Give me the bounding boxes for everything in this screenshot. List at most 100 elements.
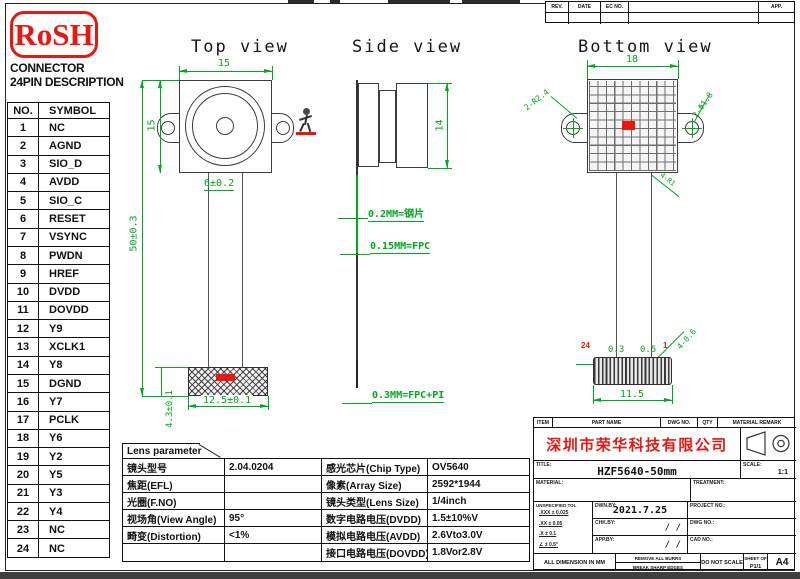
tolerance-heading: UNSPECIFIED TOL: [536, 503, 577, 508]
tb-header-dwgno: DWG NO.: [661, 418, 698, 428]
lens-table-row: 畸变(Distortion) <1% 模拟电路电压(AVDD) 2.6Vto3.…: [123, 527, 529, 545]
arrow: [444, 83, 449, 91]
crosshair: [692, 118, 693, 138]
pin-symbol: HREF: [39, 265, 109, 284]
treatment-cell: TREATMENT:: [691, 479, 796, 502]
pin-number: 13: [8, 338, 39, 357]
title-label: TITLE:: [536, 462, 552, 468]
side-body: [358, 83, 379, 167]
pin-symbol: PCLK: [39, 412, 109, 430]
pin-row: 13 XCLK1: [8, 338, 109, 357]
chk-cell: CHK.BY: / /: [593, 519, 688, 536]
pin-col-no: NO.: [8, 103, 39, 119]
dim-line: [447, 83, 448, 168]
pin-row: 1 NC: [8, 119, 109, 138]
lens-param-label: 视场角(View Angle): [123, 510, 225, 528]
side-view-title: Side view: [352, 37, 463, 57]
lens-table-row: 焦距(EFL) 像素(Array Size) 2592*1944: [123, 476, 529, 494]
lens-param-value: 1.5±10%V: [428, 510, 529, 528]
ext-line: [587, 60, 588, 79]
dim-bottom-width: 18: [626, 54, 639, 65]
lens-param-label: 镜头型号: [123, 459, 225, 477]
rosh-logo: RoSH: [10, 11, 98, 58]
sheet-border: [5, 3, 795, 571]
side-stiffener: [355, 80, 359, 175]
lens-param-value: [225, 493, 322, 511]
pin-number: 21: [8, 484, 39, 503]
pin-symbol: DVDD: [39, 284, 109, 302]
arrow: [157, 80, 162, 88]
lens-table-row: 镜头型号 2.04.0204 感光芯片(Chip Type) OV5640: [123, 459, 529, 477]
pin-number: 23: [8, 521, 39, 540]
pin-number: 3: [8, 155, 39, 174]
lens-table-row: 光圈(F.NO) 镜头类型(Lens Size) 1/4inch: [123, 493, 529, 511]
dim-top-width: 15: [218, 58, 231, 69]
pin-symbol: Y2: [39, 448, 109, 467]
pin-symbol: AGND: [39, 137, 109, 156]
company-name: 深圳市荣华科技有限公司: [534, 428, 741, 461]
tolerance-row: .X ± 0.1: [539, 531, 557, 537]
pin-number: 15: [8, 374, 39, 394]
arrow: [264, 68, 272, 73]
lens-param-value: 2.6Vto3.0V: [428, 527, 529, 545]
dim-left-height: 15: [146, 119, 158, 132]
pin-symbol: SIO_D: [39, 156, 109, 174]
leader-line: [338, 218, 368, 219]
burrs-note: REMOVE ALL BURRS BREAK SHARP EDGES: [616, 553, 701, 571]
dim-side-height: 14: [434, 119, 446, 132]
pin-row: 12 Y9: [8, 320, 109, 339]
app-col: APP.: [759, 2, 794, 13]
arrow: [179, 68, 187, 73]
ext-line: [142, 396, 188, 397]
pin-row: 8 PWDN: [8, 246, 109, 266]
pin-number: 10: [8, 283, 39, 302]
dim-line: [160, 80, 161, 173]
side-steel-section: [355, 175, 359, 253]
tolerance-row: .XXX ± 0.025: [539, 510, 569, 516]
pin-symbol: NC: [39, 521, 109, 540]
red-marking: [216, 374, 235, 381]
app-value: / /: [664, 540, 681, 550]
pin-symbol: SIO_C: [39, 192, 109, 211]
pin-number: 24: [8, 539, 39, 558]
arrow: [139, 388, 144, 396]
pin-row: 4 AVDD: [8, 173, 109, 193]
pin-symbol: NC: [49, 542, 65, 555]
fpc-edge-right: [651, 173, 652, 357]
pin-number: 4: [8, 173, 39, 193]
material-cell: MATERIAL:: [534, 479, 691, 502]
lens-param-label: 模拟电路电压(AVDD): [322, 527, 428, 545]
pin-symbol: Y3: [39, 485, 109, 503]
pin-number: 17: [8, 411, 39, 430]
ext-line: [179, 66, 180, 80]
lens-param-label: 接口电路电压(DOVDD): [322, 544, 428, 562]
pin-row: 23 NC: [8, 521, 109, 540]
tolerance-row: ∠ ± 0.5°: [539, 541, 558, 548]
pin-number: 22: [8, 502, 39, 522]
pin-row: 6 RESET: [8, 210, 109, 229]
connector-heading-2: 24PIN DESCRIPTION: [10, 75, 124, 89]
lens-param-label: 光圈(F.NO): [123, 493, 225, 511]
arrow: [587, 63, 595, 68]
pin-1-label: 1: [663, 341, 668, 350]
clipped-header-text: [388, 0, 450, 3]
burrs-note-2: BREAK SHARP EDGES: [633, 564, 683, 570]
red-marking: [622, 121, 635, 130]
material-label: MATERIAL:: [536, 480, 564, 486]
clipped-header-text: [330, 0, 340, 3]
pin-symbol: Y8: [39, 357, 109, 375]
connector-heading-1: CONNECTOR: [10, 61, 85, 75]
sheet-bottom-edge: [0, 572, 800, 579]
ext-line: [268, 396, 269, 410]
leader-line: [342, 403, 372, 404]
ext-line: [428, 83, 452, 84]
pin-symbol: VSYNC: [39, 229, 109, 247]
pin-number: 14: [8, 356, 39, 375]
pin-row: 3 SIO_D: [8, 155, 109, 174]
side-lens-barrel: [396, 83, 428, 168]
top-view-connector: [188, 367, 268, 396]
pin-number: 12: [8, 320, 39, 339]
lens-inner-circle: [192, 93, 258, 159]
ext-line: [672, 385, 673, 404]
note-fpc-pi: 0.3MM=FPC+PI: [372, 390, 445, 403]
